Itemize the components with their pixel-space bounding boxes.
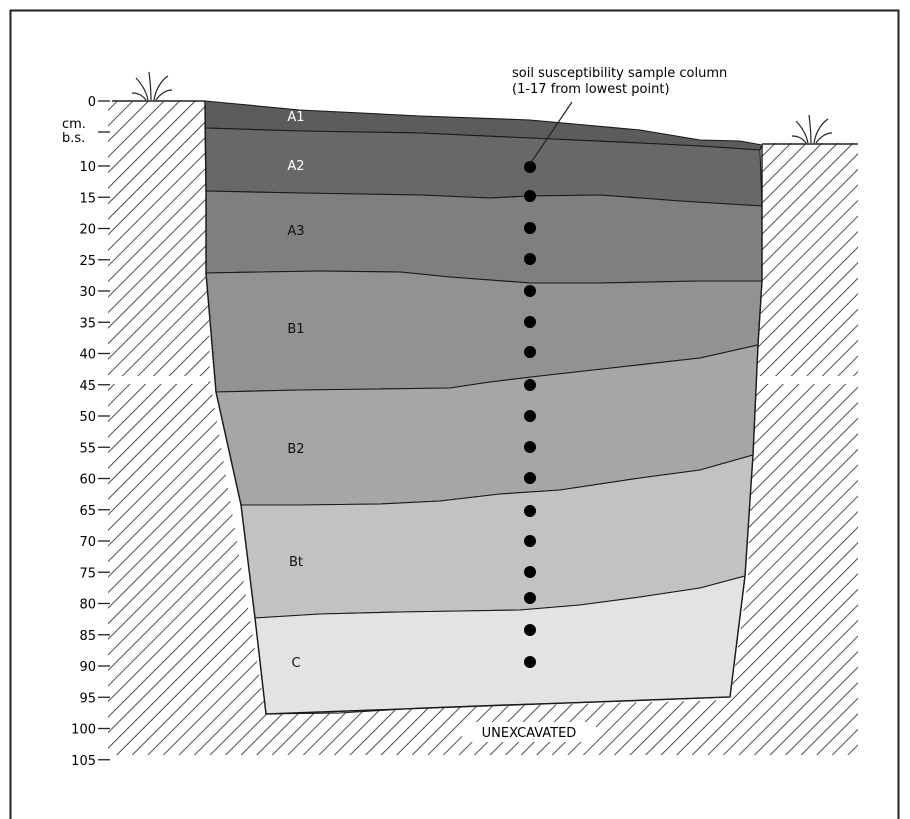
horizon-label-a1: A1 — [287, 110, 304, 125]
sample-point — [524, 535, 536, 547]
depth-tick-label: 55 — [79, 441, 96, 456]
figure-frame — [9, 9, 900, 819]
depth-tick-label: 60 — [79, 473, 96, 488]
sample-point — [524, 161, 536, 173]
horizon-label-b1: B1 — [287, 322, 304, 337]
depth-tick-label: 10 — [79, 160, 96, 175]
depth-unit-label: cm. — [62, 117, 86, 132]
depth-tick-label: 75 — [79, 566, 96, 581]
unexcavated-label: UNEXCAVATED — [482, 726, 577, 741]
sample-leader-line — [529, 101, 573, 165]
depth-tick-label: 35 — [79, 316, 96, 331]
horizon-label-c: C — [291, 656, 300, 671]
depth-tick-label: 15 — [79, 191, 96, 206]
horizon-label-a2: A2 — [287, 159, 304, 174]
sample-point — [524, 379, 536, 391]
depth-tick-label: 45 — [79, 379, 96, 394]
sample-column — [524, 161, 536, 668]
depth-tick-label: 25 — [79, 254, 96, 269]
depth-tick-label: 40 — [79, 348, 96, 363]
depth-axis: 0 10 15 20 25 30 35 40 45 50 55 60 65 70 75 80 85 90 95 100… — [71, 95, 110, 769]
horizon-label-bt: Bt — [289, 555, 303, 570]
sample-point — [524, 222, 536, 234]
depth-tick-label: 70 — [79, 535, 96, 550]
sample-column-note: soil susceptibility sample column — [512, 66, 727, 81]
right-ground-hatch — [730, 143, 858, 755]
sample-point — [524, 505, 536, 517]
depth-tick-label: 90 — [79, 660, 96, 675]
sample-point — [524, 656, 536, 668]
sample-point — [524, 346, 536, 358]
depth-tick-label: 105 — [71, 754, 96, 769]
sample-point — [524, 566, 536, 578]
depth-tick-label: 20 — [79, 223, 96, 238]
grass-icon — [131, 71, 173, 101]
sample-point — [524, 253, 536, 265]
sample-point — [524, 441, 536, 453]
depth-tick-label: 50 — [79, 410, 96, 425]
depth-tick-label: 80 — [79, 598, 96, 613]
sample-point — [524, 624, 536, 636]
sample-point — [524, 285, 536, 297]
pit-outline — [204, 100, 763, 715]
depth-reference-label: b.s. — [62, 131, 85, 146]
depth-tick-label: 85 — [79, 629, 96, 644]
sample-column-note-detail: (1-17 from lowest point) — [512, 82, 670, 97]
depth-tick-label: 30 — [79, 285, 96, 300]
sample-point — [524, 472, 536, 484]
sample-point — [524, 316, 536, 328]
left-gap — [108, 376, 208, 384]
right-gap — [755, 376, 858, 384]
horizon-label-a3: A3 — [287, 224, 304, 239]
sample-point — [524, 190, 536, 202]
depth-tick-label: 100 — [71, 723, 96, 738]
depth-tick-label: 65 — [79, 504, 96, 519]
grass-icon — [791, 114, 833, 144]
sample-point — [524, 410, 536, 422]
horizon-label-b2: B2 — [287, 442, 304, 457]
sample-point — [524, 592, 536, 604]
bottom-label-backing — [462, 722, 596, 742]
depth-tick-label: 95 — [79, 691, 96, 706]
left-ground-hatch — [108, 101, 266, 755]
depth-tick-label: 0 — [88, 95, 96, 110]
